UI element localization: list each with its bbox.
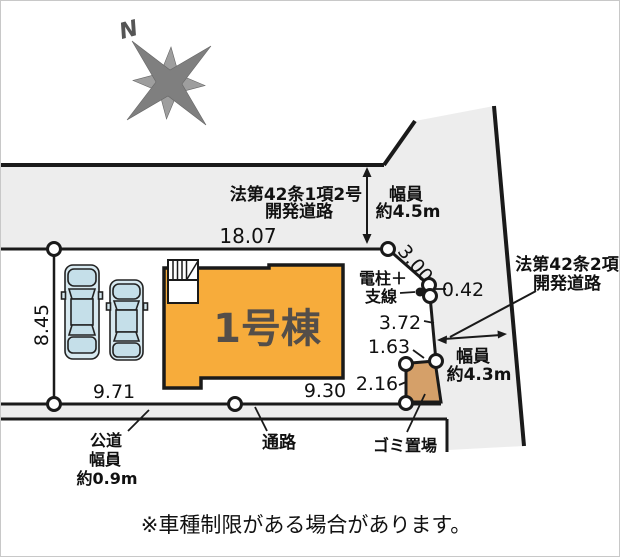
dim-2-16: 2.16 — [356, 373, 398, 395]
building-label: 1号棟 — [213, 306, 322, 352]
passage-label: 通路 — [262, 432, 297, 453]
right-road-law-line2: 開発道路 — [533, 273, 602, 294]
stairs-icon — [167, 259, 199, 281]
dim-top: 18.07 — [219, 224, 276, 248]
right-road-law-line1: 法第42条2項 — [515, 254, 619, 275]
entrance-porch — [167, 279, 199, 304]
public-road-label-line1: 公道 — [90, 431, 122, 450]
right-road-width-line1: 幅員 — [456, 346, 490, 367]
utility-pole-dot — [415, 287, 425, 297]
public-road-label-line3: 約0.9m — [76, 469, 137, 488]
top-road-law-line1: 法第42条1項2号 — [230, 184, 362, 205]
public-road-label-line2: 幅員 — [89, 450, 121, 469]
utility-pole-leader — [399, 291, 416, 294]
width-arrow-4-3m — [437, 290, 537, 344]
dim-left: 8.45 — [31, 304, 53, 346]
dim-bottom-left: 9.71 — [93, 381, 135, 403]
compass-rose — [126, 40, 212, 126]
road-area — [1, 106, 524, 450]
building-outline — [162, 263, 345, 390]
top-road-width-line2: 約4.5m — [376, 201, 441, 222]
pole-label-line2: 支線 — [364, 287, 397, 306]
garbage-label: ゴミ置場 — [373, 436, 437, 455]
dim-0-42: 0.42 — [442, 279, 484, 301]
right-road-edge — [492, 105, 526, 447]
pole-label-line1: 電柱＋ — [359, 269, 407, 288]
right-road-width-line2: 約4.3m — [447, 364, 512, 385]
dim-3-72: 3.72 — [379, 312, 421, 334]
dim-bottom-right: 9.30 — [304, 380, 346, 402]
survey-points — [46, 241, 444, 412]
width-arrow-4-5m — [362, 167, 372, 244]
top-road-width-line1: 幅員 — [389, 184, 423, 205]
label-leader-lines — [127, 288, 446, 433]
car-small — [105, 279, 149, 361]
dim-1-63: 1.63 — [368, 336, 410, 358]
public-road-strip — [1, 405, 447, 419]
top-road-law-line2: 開発道路 — [265, 201, 334, 222]
top-road-diagonal-edge — [382, 119, 417, 167]
note-text: ※車種制限がある場合があります。 — [141, 513, 472, 537]
north-label: N — [117, 16, 141, 45]
car-large — [60, 264, 104, 360]
